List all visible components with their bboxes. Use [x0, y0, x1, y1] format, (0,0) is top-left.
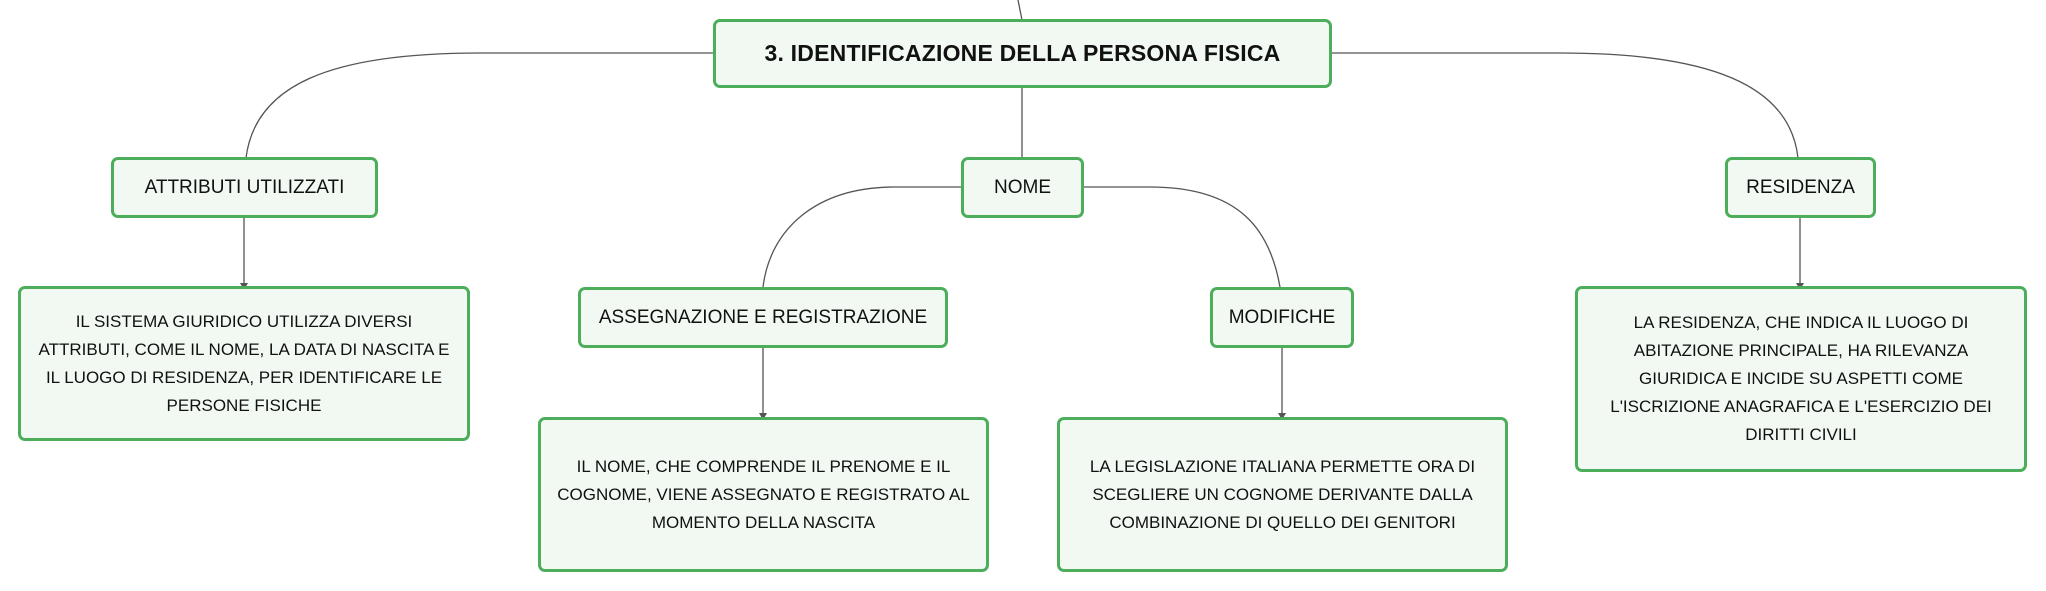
topic-modifiche-label: MODIFICHE [1228, 306, 1336, 328]
detail-assegnazione-text: IL NOME, CHE COMPRENDE IL PRENOME E IL C… [557, 456, 970, 532]
detail-residenza[interactable]: LA RESIDENZA, CHE INDICA IL LUOGO DI ABI… [1575, 286, 2027, 472]
detail-attributi-text: IL SISTEMA GIURIDICO UTILIZZA DIVERSI AT… [38, 311, 450, 415]
connector-root-to-attributi [245, 52, 714, 159]
root-topic-label: 3. IDENTIFICAZIONE DELLA PERSONA FISICA [764, 40, 1281, 66]
detail-assegnazione-e-registrazione[interactable]: IL NOME, CHE COMPRENDE IL PRENOME E IL C… [538, 417, 989, 572]
connector-root-to-residenza [1331, 52, 1799, 159]
topic-nome[interactable]: NOME [961, 157, 1084, 218]
detail-residenza-text: LA RESIDENZA, CHE INDICA IL LUOGO DI ABI… [1610, 313, 1992, 444]
topic-modifiche[interactable]: MODIFICHE [1210, 287, 1354, 348]
root-topic[interactable]: 3. IDENTIFICAZIONE DELLA PERSONA FISICA [713, 19, 1332, 88]
connector-nome-to-modifiche [1083, 186, 1281, 288]
connector-parent-to-root [1017, 0, 1023, 21]
topic-attributi-utilizzati-label: ATTRIBUTI UTILIZZATI [144, 176, 345, 198]
topic-assegnazione-label: ASSEGNAZIONE E REGISTRAZIONE [598, 306, 928, 328]
connector-nome-to-assegnazione [762, 186, 962, 288]
detail-modifiche-text: LA LEGISLAZIONE ITALIANA PERMETTE ORA DI… [1089, 456, 1476, 532]
topic-assegnazione-e-registrazione[interactable]: ASSEGNAZIONE E REGISTRAZIONE [578, 287, 948, 348]
detail-attributi-utilizzati[interactable]: IL SISTEMA GIURIDICO UTILIZZA DIVERSI AT… [18, 286, 470, 441]
detail-modifiche[interactable]: LA LEGISLAZIONE ITALIANA PERMETTE ORA DI… [1057, 417, 1508, 572]
arrowhead-modifiche-detail [1278, 413, 1286, 420]
topic-residenza[interactable]: RESIDENZA [1725, 157, 1876, 218]
topic-residenza-label: RESIDENZA [1746, 176, 1855, 198]
topic-nome-label: NOME [994, 176, 1051, 198]
arrowhead-assegnazione-detail [759, 413, 767, 420]
topic-attributi-utilizzati[interactable]: ATTRIBUTI UTILIZZATI [111, 157, 378, 218]
